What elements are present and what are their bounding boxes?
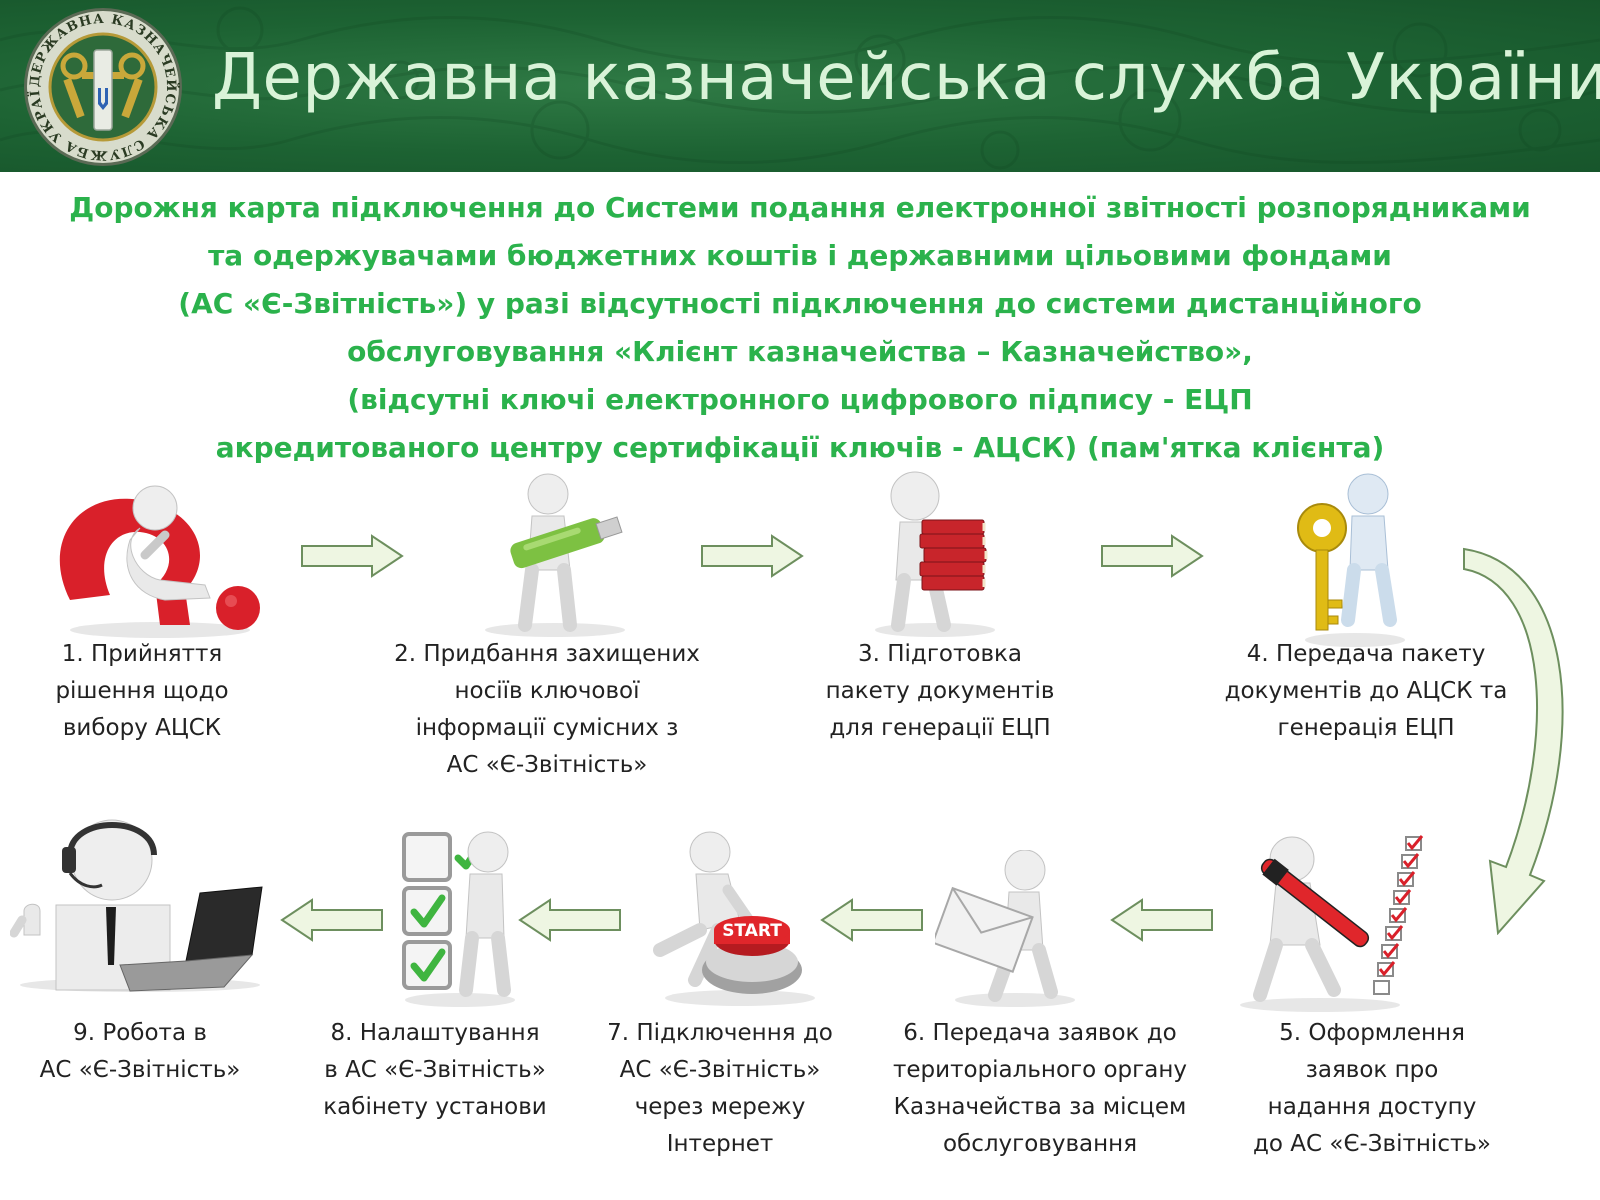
roadmap-subtitle: Дорожня карта підключення до Системи под… bbox=[10, 184, 1590, 472]
arrow-left-icon bbox=[820, 898, 923, 942]
question-mark-figure-icon bbox=[59, 485, 260, 638]
header-pattern bbox=[0, 6, 1600, 170]
checklist-pen-figure-icon bbox=[1240, 835, 1424, 1012]
arrow-left-icon bbox=[1110, 898, 1213, 942]
step-5-label: 5. Оформлення заявок про надання доступу… bbox=[1252, 1020, 1491, 1157]
arrow-right-icon bbox=[1101, 534, 1204, 578]
start-button-text: START bbox=[722, 921, 782, 941]
header-banner: ДЕРЖАВНА КАЗНАЧЕЙСЬКА СЛУЖБА УКРАЇНИ Дер… bbox=[0, 0, 1600, 172]
usb-key-figure-icon bbox=[485, 473, 625, 637]
step-2-label: 2. Придбання захищених носіїв ключової і… bbox=[394, 641, 700, 778]
step-9-label: 9. Робота в АС «Є-Звітність» bbox=[39, 1020, 241, 1083]
arrow-left-icon bbox=[280, 898, 383, 942]
subtitle-line: (АС «Є-Звітність») у разі відсутності пі… bbox=[178, 287, 1422, 320]
subtitle-line: та одержувачами бюджетних коштів і держа… bbox=[208, 239, 1392, 272]
subtitle-line: обслуговування «Клієнт казначейства – Ка… bbox=[347, 335, 1253, 368]
subtitle-line: Дорожня карта підключення до Системи под… bbox=[69, 191, 1531, 224]
start-button-figure-icon: START bbox=[653, 831, 815, 1006]
arrow-left-icon bbox=[518, 898, 621, 942]
arrow-right-icon bbox=[301, 534, 404, 578]
curved-arrow-down-icon bbox=[1463, 547, 1564, 935]
step-3-label: 3. Підготовка пакету документів для гене… bbox=[825, 641, 1055, 741]
step-1-label: 1. Прийняття рішення щодо вибору АЦСК bbox=[55, 641, 229, 741]
golden-key-figure-icon bbox=[1297, 473, 1405, 647]
checkboxes-figure-icon bbox=[402, 831, 515, 1007]
books-figure-icon bbox=[875, 471, 995, 637]
header-title: Державна казначейська служба України bbox=[212, 41, 1600, 115]
step-8-label: 8. Налаштування в АС «Є-Звітність» кабін… bbox=[323, 1020, 547, 1120]
subtitle-line: акредитованого центру сертифікації ключі… bbox=[215, 431, 1385, 464]
headset-laptop-figure-icon bbox=[10, 819, 263, 992]
envelope-figure-icon bbox=[935, 850, 1075, 1007]
step-6-label: 6. Передача заявок до територіального ор… bbox=[893, 1020, 1187, 1157]
treasury-emblem-icon: ДЕРЖАВНА КАЗНАЧЕЙСЬКА СЛУЖБА УКРАЇНИ bbox=[22, 6, 182, 166]
subtitle-line: (відсутні ключі електронного цифрового п… bbox=[347, 383, 1253, 416]
step-4-label: 4. Передача пакету документів до АЦСК та… bbox=[1224, 641, 1508, 741]
step-7-label: 7. Підключення до АС «Є-Звітність» через… bbox=[607, 1020, 833, 1157]
arrow-right-icon bbox=[701, 534, 804, 578]
